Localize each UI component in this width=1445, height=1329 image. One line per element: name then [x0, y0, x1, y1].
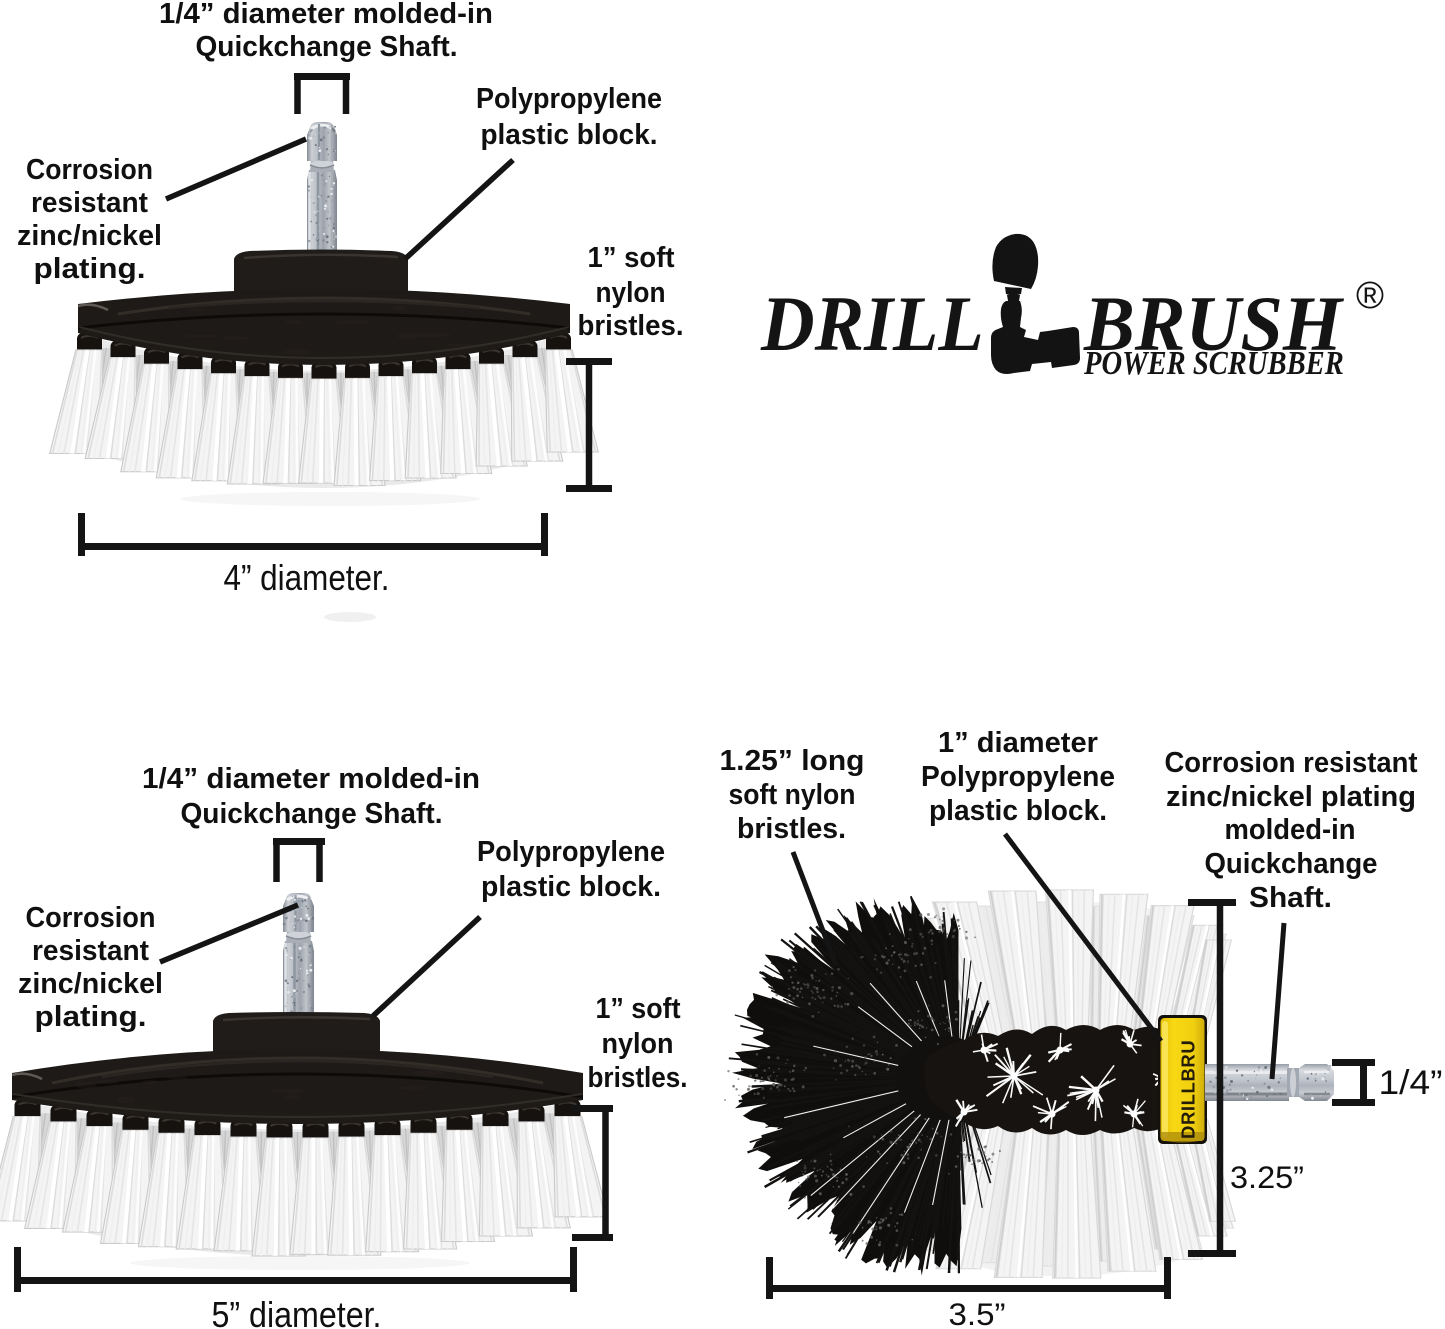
svg-text:DRILLBRU: DRILLBRU	[1178, 1040, 1199, 1139]
